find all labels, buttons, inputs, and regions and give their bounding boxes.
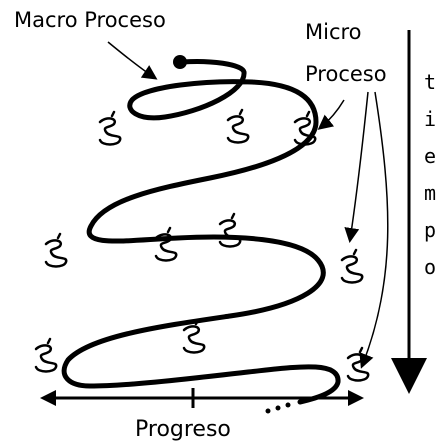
spiral-start-dot [173, 55, 187, 69]
swirl-icon [218, 212, 242, 248]
micro-pointer-arrow-2 [344, 91, 369, 243]
time-axis-label: t i e m p o [420, 64, 439, 286]
macro-process-label: Macro Proceso [14, 8, 166, 32]
spiral-dot [265, 408, 271, 414]
time-letter: e [423, 144, 437, 168]
micro-pointer-arrow-3 [359, 91, 389, 369]
swirl-icon [44, 232, 68, 268]
macro-process-spiral [61, 59, 341, 405]
time-letter: p [423, 218, 437, 242]
time-letter: t [423, 70, 437, 94]
time-letter: i [423, 107, 437, 131]
swirl-icon [154, 226, 178, 262]
micro-pointer-arrow-1 [317, 99, 345, 130]
progress-arrow-left [40, 390, 56, 406]
spiral-dot [275, 405, 281, 411]
swirl-icon [182, 318, 206, 354]
progress-label: Progreso [135, 417, 231, 442]
time-letter: o [423, 255, 437, 279]
micro-process-label-line2: Proceso [305, 62, 387, 86]
progress-arrow-right [348, 390, 364, 406]
swirl-icon [226, 108, 250, 144]
swirl-icon [340, 248, 364, 284]
spiral-dot [285, 402, 291, 408]
micro-process-label-line1: Micro [305, 20, 362, 44]
swirl-icon [98, 110, 122, 146]
macro-pointer-arrow [107, 41, 158, 80]
swirl-icon [293, 110, 317, 146]
swirl-icon [34, 337, 58, 373]
time-letter: m [423, 181, 437, 205]
swirl-icon [346, 346, 370, 382]
